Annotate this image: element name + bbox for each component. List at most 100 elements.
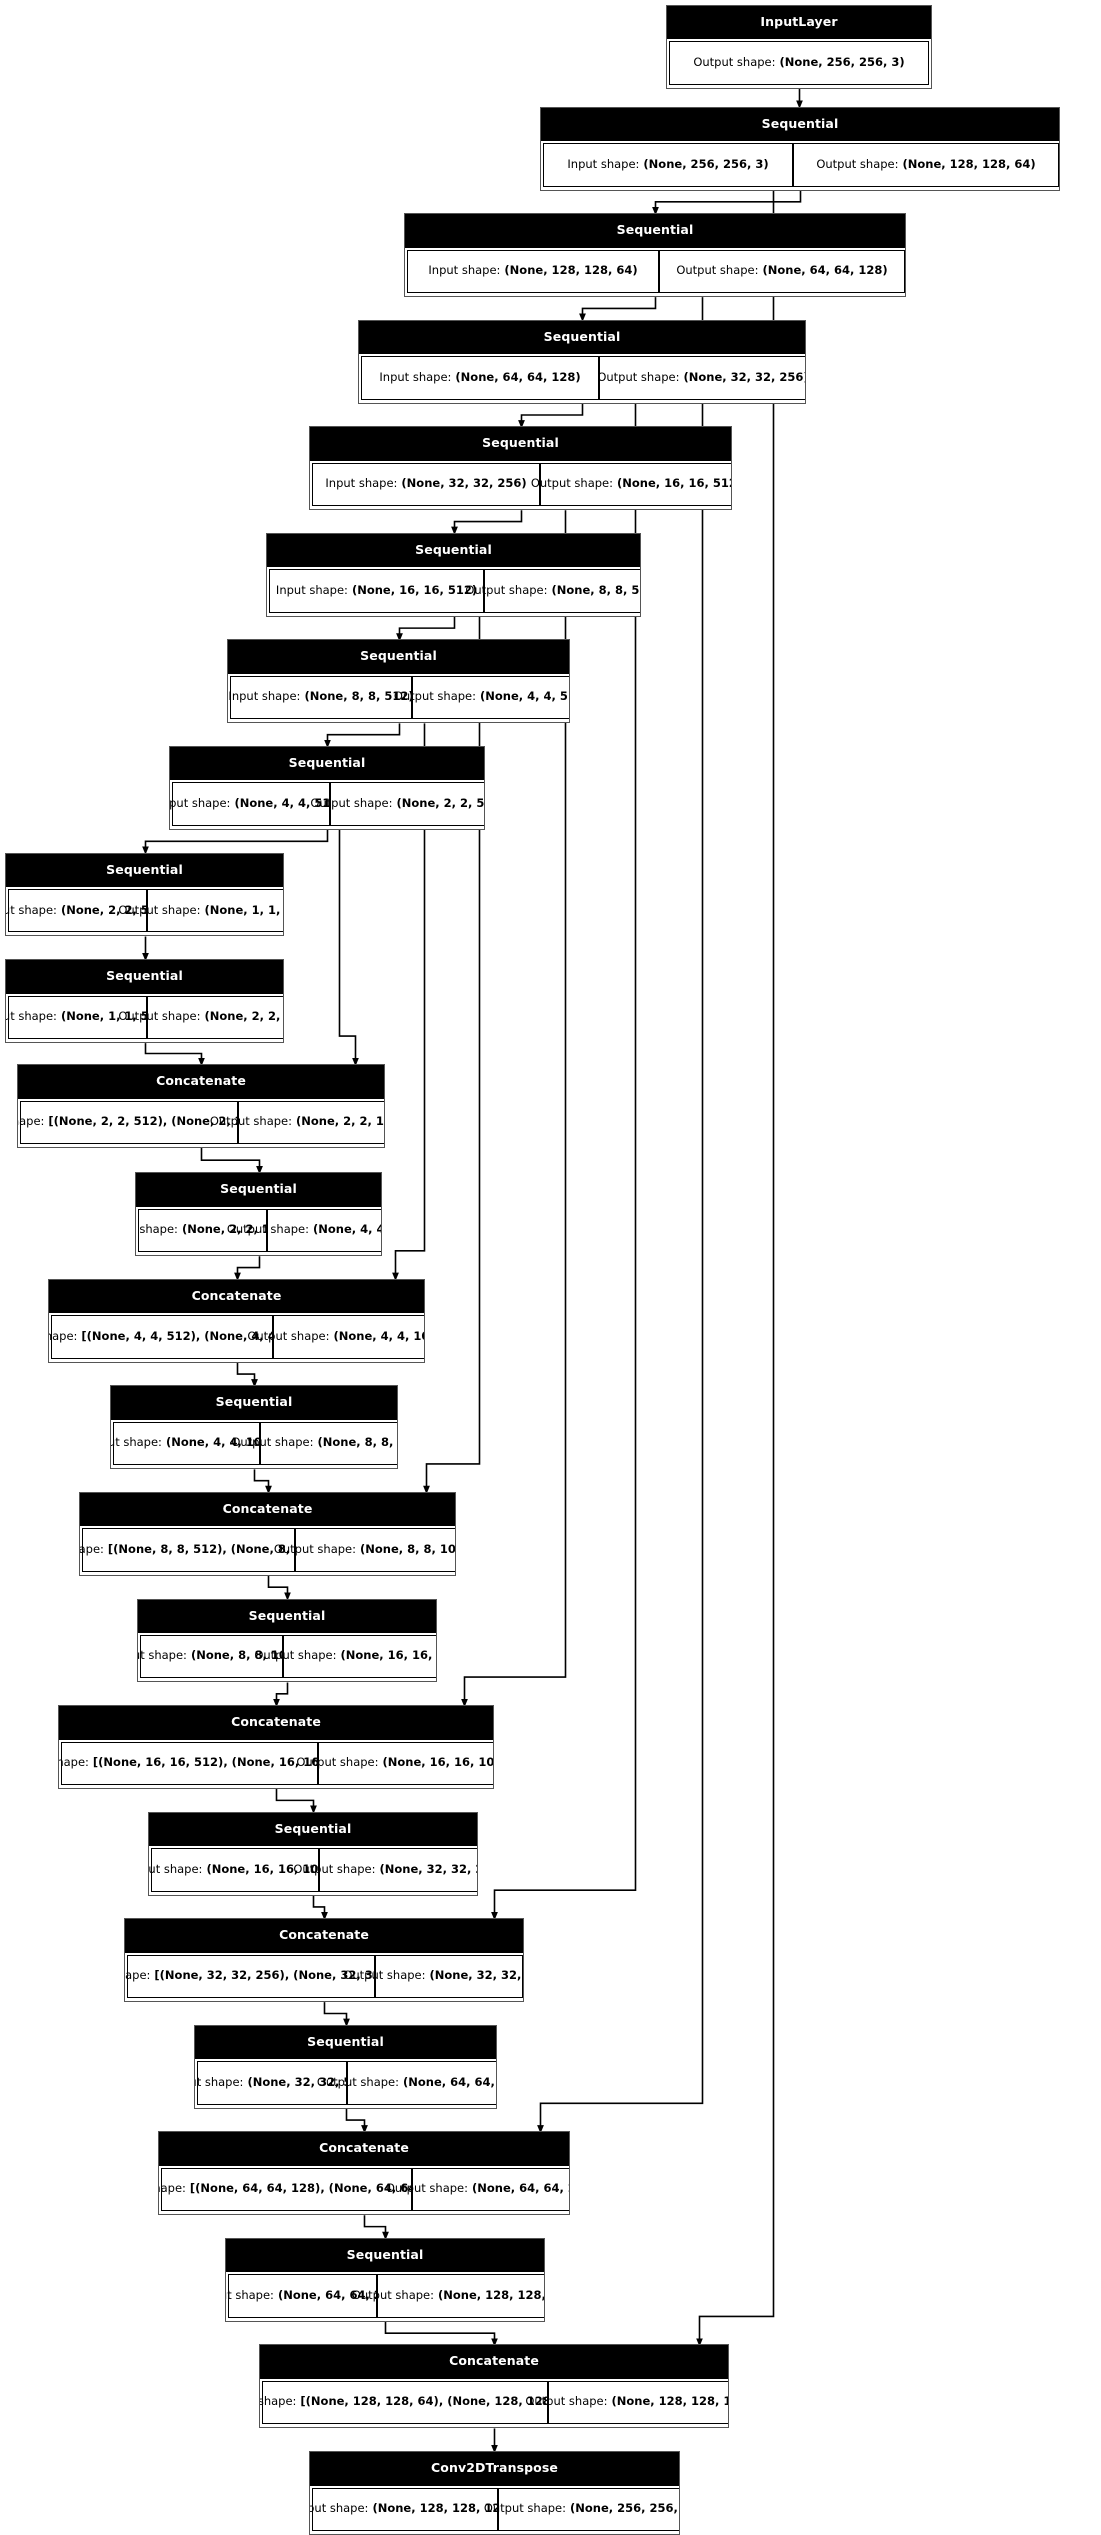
edge-sequential [273, 1682, 289, 1708]
edge-sequential [142, 829, 329, 855]
output-shape-value: (None, 256, 256, 3) [570, 2501, 679, 2515]
input-shape-label: Input shape: [159, 2181, 186, 2196]
output-shape-label: Output shape: [226, 1222, 310, 1237]
input-shape-label: Input shape: [379, 369, 452, 384]
edge-sequential [345, 2108, 368, 2134]
input-shape-label: Input shape: [59, 1755, 89, 1770]
input-shape-cell: Input shape:[(None, 4, 4, 512), (None, 4… [49, 1315, 319, 1359]
input-shape-label: Input shape: [136, 1222, 178, 1237]
edge-sequential [518, 403, 584, 429]
layer-type-label: Sequential [195, 2025, 496, 2060]
layer-shape-row: Input shape:(None, 8, 8, 512)Output shap… [228, 673, 569, 723]
layer-node-concatenate[interactable]: ConcatenateInput shape:[(None, 32, 32, 2… [124, 1918, 524, 2003]
output-shape-label: Output shape: [343, 1968, 426, 1983]
output-shape-cell: Output shape:(None, 32, 32, 512) [343, 1954, 523, 1999]
input-shape-label: Input shape: [325, 476, 398, 491]
layer-type-label: Sequential [170, 746, 484, 781]
output-shape-value: (None, 128, 128, 64) [902, 156, 1036, 171]
input-shape-cell: Input shape:(None, 32, 32, 256) [312, 462, 540, 507]
output-shape-value: (None, 128, 128, 64) [438, 2287, 545, 2302]
input-shape-cell: Input shape:(None, 16, 16, 512) [269, 569, 484, 613]
layer-shape-row: Output shape:(None, 256, 256, 3) [667, 39, 931, 88]
layer-type-label: Sequential [149, 1812, 477, 1847]
output-shape-label: Output shape: [209, 1114, 293, 1129]
layer-node-concatenate[interactable]: ConcatenateInput shape:[(None, 64, 64, 1… [158, 2131, 570, 2216]
output-shape-value: (None, 2, 2, 512) [396, 795, 485, 810]
output-shape-label: Output shape: [118, 902, 201, 917]
layer-node-concatenate[interactable]: ConcatenateInput shape:[(None, 4, 4, 512… [48, 1278, 425, 1363]
input-shape-cell: Input shape:[(None, 16, 16, 512), (None,… [59, 1741, 362, 1786]
output-shape-cell: Output shape:(None, 4, 4, 1024) [247, 1315, 424, 1359]
input-shape-value: [(None, 2, 2, 512), (None, 2, 2, 512)] [48, 1114, 286, 1129]
input-shape-label: Input shape: [275, 582, 348, 597]
input-shape-label: Input shape: [226, 2287, 274, 2302]
output-shape-cell: Output shape:(None, 32, 32, 256) [597, 356, 805, 400]
input-shape-cell: Input shape:(None, 4, 4, 512) [170, 782, 344, 826]
layer-type-label: Sequential [111, 1386, 397, 1420]
layer-type-label: Sequential [138, 1599, 436, 1633]
output-shape-cell: Output shape:(None, 4, 4, 512) [394, 675, 569, 720]
output-shape-cell: Output shape:(None, 256, 256, 3) [669, 41, 929, 85]
input-shape-value: (None, 64, 64, 256) [277, 2287, 404, 2302]
output-shape-cell: Output shape:(None, 8, 8, 512) [231, 1421, 397, 1466]
edge-sequential [324, 723, 401, 749]
output-shape-cell: Output shape:(None, 64, 64, 256) [386, 2167, 569, 2212]
output-shape-value: (None, 4, 4, 1024) [333, 1328, 424, 1343]
edge-sequential [267, 1575, 291, 1601]
output-shape-label: Output shape: [293, 1861, 376, 1876]
output-shape-label: Output shape: [310, 795, 393, 810]
layer-type-label: Concatenate [159, 2132, 569, 2166]
edge-skip-connection [338, 829, 359, 1067]
layer-node-concatenate[interactable]: ConcatenateInput shape:[(None, 2, 2, 512… [17, 1064, 385, 1148]
output-shape-label: Output shape: [254, 1648, 337, 1663]
layer-node-concatenate[interactable]: ConcatenateInput shape:[(None, 128, 128,… [259, 2344, 729, 2429]
layer-node-conv2dtranspose[interactable]: Conv2DTransposeInput shape:(None, 128, 1… [309, 2451, 680, 2535]
edge-sequential [275, 1789, 317, 1814]
layer-type-label: Concatenate [80, 1492, 455, 1527]
layer-node-concatenate[interactable]: ConcatenateInput shape:[(None, 8, 8, 512… [79, 1491, 456, 1576]
layer-type-label: Conv2DTranspose [310, 2452, 679, 2486]
input-shape-label: Input shape: [79, 1541, 104, 1556]
output-shape-label: Output shape: [118, 1009, 201, 1024]
layer-shape-row: Input shape:(None, 4, 4, 512)Output shap… [170, 780, 485, 829]
output-shape-value: (None, 4, 4, 512) [480, 689, 569, 704]
layer-type-label: Sequential [541, 107, 1059, 142]
input-shape-value: (None, 4, 4, 1024) [165, 1435, 284, 1450]
layer-shape-row: Input shape:(None, 64, 64, 128) Output sh… [359, 354, 805, 403]
output-shape-label: Output shape: [296, 1755, 379, 1770]
output-shape-label: Output shape: [530, 476, 614, 491]
output-shape-cell: Output shape:(None, 256, 256, 3) [484, 2487, 679, 2531]
output-shape-value: (None, 16, 16, 512) [617, 476, 732, 491]
layer-shape-row: Input shape:(None, 32, 32, 256)Output sh… [310, 460, 732, 510]
output-shape-label: Output shape: [525, 2394, 608, 2409]
input-shape-cell: Input shape:(None, 256, 256, 3) [543, 143, 793, 187]
layer-shape-row: Input shape:(None, 64, 64, 256)Output sh… [226, 2272, 545, 2321]
output-shape-label: Output shape: [231, 1435, 314, 1450]
output-shape-value: (None, 1, 1, 512) [204, 902, 283, 917]
layer-node-concatenate[interactable]: ConcatenateInput shape:[(None, 16, 16, 5… [58, 1705, 494, 1790]
input-shape-value: (None, 64, 64, 128) [455, 369, 581, 384]
layer-type-label: InputLayer [667, 5, 931, 40]
input-shape-cell: Input shape:(None, 8, 8, 1024) [138, 1635, 308, 1679]
output-shape-cell: Output shape:(None, 2, 2, 512) [310, 782, 485, 826]
input-shape-value: [(None, 32, 32, 256), (None, 32, 32, 256… [154, 1968, 424, 1983]
output-shape-value: (None, 256, 256, 3) [779, 54, 905, 69]
output-shape-value: (None, 16, 16, 1024) [382, 1755, 494, 1770]
